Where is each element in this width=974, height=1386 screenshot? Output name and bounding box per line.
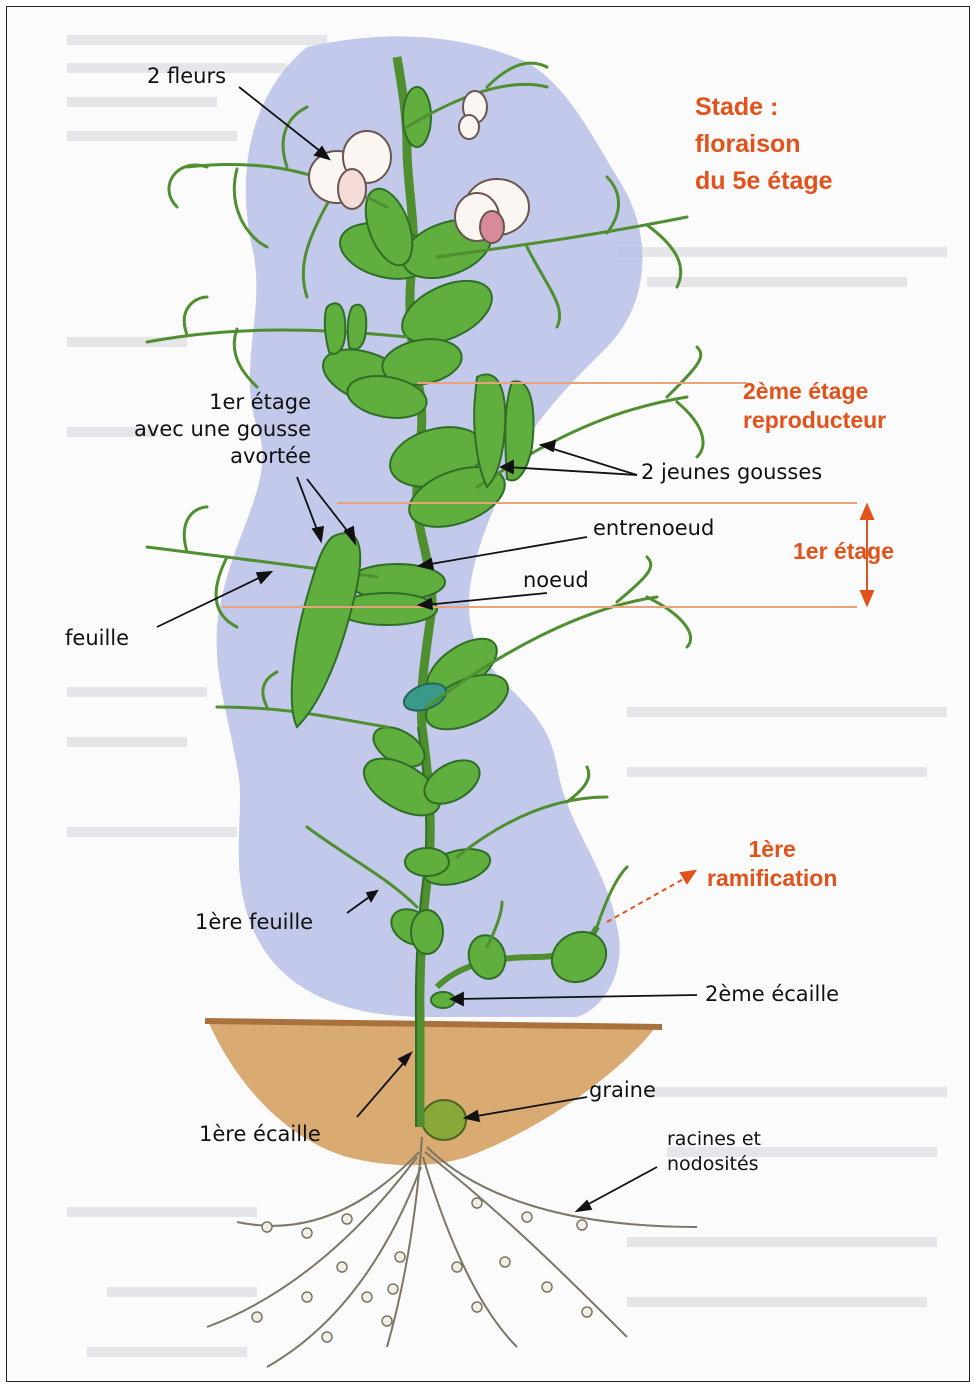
- label-premiere-ecaille: 1ère écaille: [199, 1121, 321, 1148]
- label-entrenoeud: entrenoeud: [593, 515, 714, 542]
- label-deux-fleurs: 2 fleurs: [147, 63, 226, 90]
- label-line: 1er étage: [85, 389, 311, 416]
- label-premiere-feuille: 1ère feuille: [195, 909, 313, 936]
- label-premier-etage: 1er étage: [793, 537, 894, 566]
- label-line: avortée: [85, 443, 311, 470]
- pea-plant-illustration: [7, 7, 969, 1381]
- label-deux-jeunes-gousses: 2 jeunes gousses: [641, 459, 822, 486]
- label-deuxieme-ecaille: 2ème écaille: [705, 981, 839, 1008]
- stage-title-line: du 5e étage: [695, 163, 833, 200]
- roots: [207, 1137, 697, 1367]
- label-racines: racines et nodosités: [667, 1127, 761, 1177]
- label-line: nodosités: [667, 1152, 761, 1177]
- label-graine: graine: [589, 1077, 656, 1104]
- label-premiere-ramification: 1ère ramification: [707, 835, 837, 893]
- stage-title-line: Stade :: [695, 89, 833, 126]
- label-premier-etage-gousse: 1er étage avec une gousse avortée: [85, 389, 311, 470]
- seed: [422, 1100, 466, 1140]
- label-feuille: feuille: [65, 625, 129, 652]
- label-line: reproducteur: [743, 406, 886, 435]
- label-line: avec une gousse: [85, 416, 311, 443]
- ramification-arrow-icon: [607, 871, 695, 922]
- label-line: 1ère: [707, 835, 837, 864]
- stage-title: Stade : floraison du 5e étage: [695, 89, 833, 200]
- label-line: 2ème étage: [743, 377, 886, 406]
- root-nodules: [252, 1198, 592, 1342]
- illustration-frame: Stade : floraison du 5e étage 2 fleurs 1…: [6, 6, 970, 1382]
- label-noeud: noeud: [523, 567, 589, 594]
- label-line: ramification: [707, 864, 837, 893]
- stage-title-line: floraison: [695, 126, 833, 163]
- label-line: racines et: [667, 1127, 761, 1152]
- label-deuxieme-etage: 2ème étage reproducteur: [743, 377, 886, 435]
